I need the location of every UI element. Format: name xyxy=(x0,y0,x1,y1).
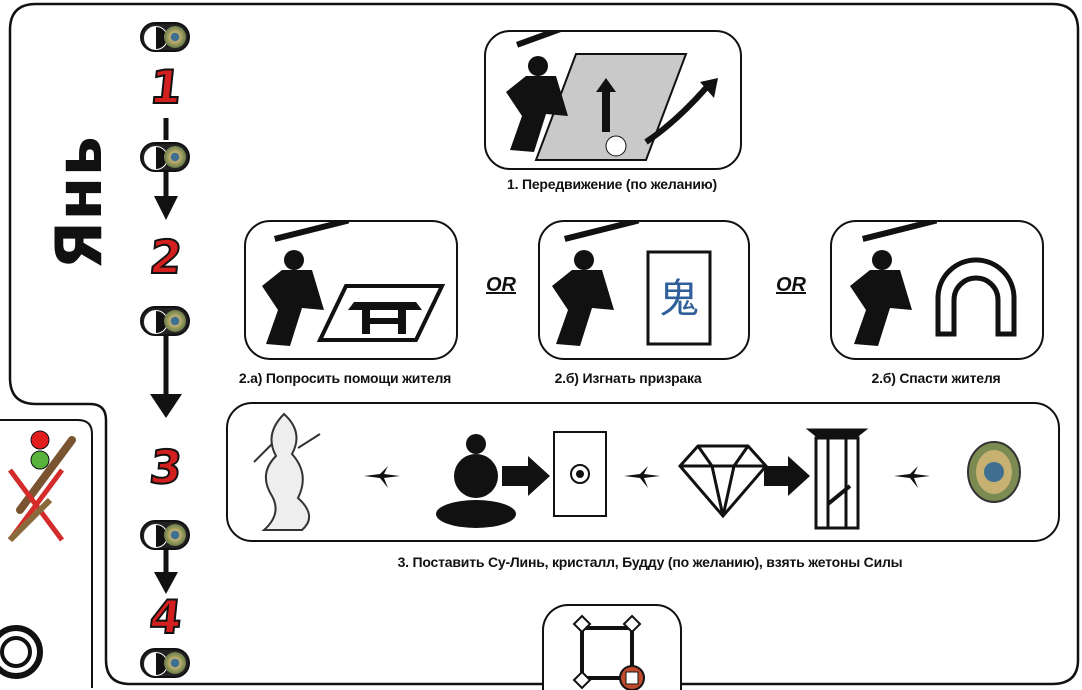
buddha-card-icon xyxy=(553,431,607,517)
plus-star-2 xyxy=(624,466,660,488)
su-ling-figure-icon xyxy=(253,412,321,531)
power-token-icon xyxy=(164,26,186,48)
tile-icon xyxy=(348,302,422,334)
ghost-glyph: 鬼 xyxy=(659,276,699,322)
power-token-icon xyxy=(164,524,186,546)
sword-icon xyxy=(826,484,852,506)
or-label-1: OR xyxy=(486,274,516,296)
step-number-2: 2 xyxy=(146,229,186,285)
yin-yang-power-token-1 xyxy=(140,22,190,52)
yin-yang-power-token-2 xyxy=(140,142,190,172)
move-illustration xyxy=(506,32,718,161)
yin-yang-power-token-3 xyxy=(140,306,190,336)
yin-yang-power-token-5 xyxy=(140,648,190,678)
warrior-icon xyxy=(506,32,584,152)
page-title: Янь xyxy=(43,136,117,270)
caption-move: 1. Передвижение (по желанию) xyxy=(507,176,717,192)
place-figures-box xyxy=(226,402,1060,542)
power-token-icon xyxy=(164,146,186,168)
or-label-2: OR xyxy=(776,274,806,296)
step-number-4: 4 xyxy=(146,589,186,645)
warrior-icon xyxy=(262,222,350,346)
arrow-icon xyxy=(764,456,810,496)
power-token-icon xyxy=(164,652,186,674)
horseshoe-icon xyxy=(935,257,1017,337)
caption-ask: 2.а) Попросить помощи жителя xyxy=(238,370,452,386)
rescue-box xyxy=(830,220,1044,360)
side-panel-icons xyxy=(0,430,76,679)
power-token-icon xyxy=(967,441,1021,503)
warrior-icon xyxy=(850,222,938,346)
ask-help-box xyxy=(244,220,458,360)
exorcise-box: 鬼 xyxy=(538,220,750,360)
place-figures-illustration xyxy=(253,412,1021,531)
arrow-icon xyxy=(502,456,550,496)
plus-star-1 xyxy=(364,466,400,488)
caption-exorcise: 2.б) Изгнать призрака xyxy=(554,370,702,386)
warrior-icon xyxy=(552,222,640,346)
crystal-icon xyxy=(678,444,768,519)
step-number-3: 3 xyxy=(146,439,186,495)
ask-help-illustration xyxy=(262,222,446,346)
step-number-1: 1 xyxy=(146,59,186,115)
move-action-box xyxy=(484,30,742,170)
yin-yang-power-token-4 xyxy=(140,520,190,550)
step-4-illustration xyxy=(572,614,645,690)
ghost-card-icon xyxy=(646,250,712,346)
exorcise-illustration: 鬼 xyxy=(552,222,712,346)
caption-rescue: 2.б) Спасти жителя xyxy=(871,370,1001,386)
buddha-icon xyxy=(436,434,528,528)
plus-star-3 xyxy=(894,466,930,488)
tower-icon xyxy=(805,428,869,530)
rescue-illustration xyxy=(850,222,1017,346)
step-4-box xyxy=(542,604,682,690)
caption-place: 3. Поставить Су-Линь, кристалл, Будду (п… xyxy=(397,554,903,570)
power-token-icon xyxy=(164,310,186,332)
